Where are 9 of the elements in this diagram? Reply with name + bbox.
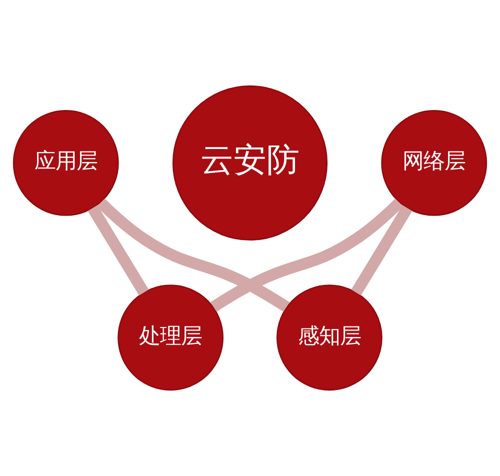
- node-circle: 网络层: [381, 110, 488, 216]
- connector: [88, 205, 149, 296]
- node-circle: 感知层: [276, 284, 382, 391]
- node-circle: 应用层: [12, 110, 119, 216]
- node-circle: 处理层: [118, 284, 224, 391]
- connector: [96, 198, 290, 312]
- connector: [210, 198, 404, 312]
- connector: [351, 205, 412, 296]
- node-circle: 云安防: [172, 85, 328, 241]
